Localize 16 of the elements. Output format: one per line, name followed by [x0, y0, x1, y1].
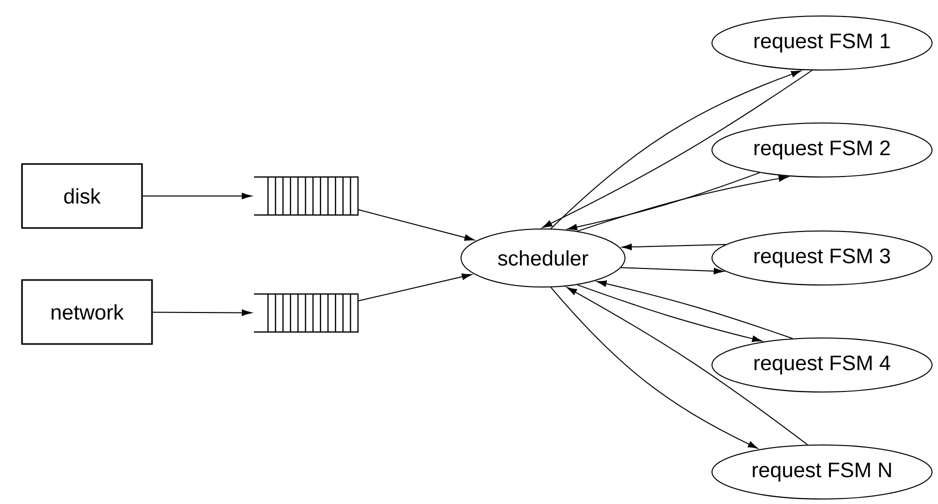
arrow [358, 209, 474, 241]
arrow [620, 267, 724, 274]
arrow [142, 192, 252, 200]
queue-drawing [254, 176, 359, 216]
arrow [596, 280, 794, 339]
arrow [622, 244, 726, 250]
arrow [567, 172, 760, 230]
queue-drawing [254, 293, 359, 333]
arrow [576, 284, 762, 342]
arrow [576, 175, 789, 232]
arrow [550, 286, 758, 449]
arrow [358, 274, 472, 302]
arrow [152, 309, 252, 316]
process-box: network [21, 279, 153, 345]
process-box: disk [21, 163, 143, 229]
arrow [567, 287, 808, 446]
